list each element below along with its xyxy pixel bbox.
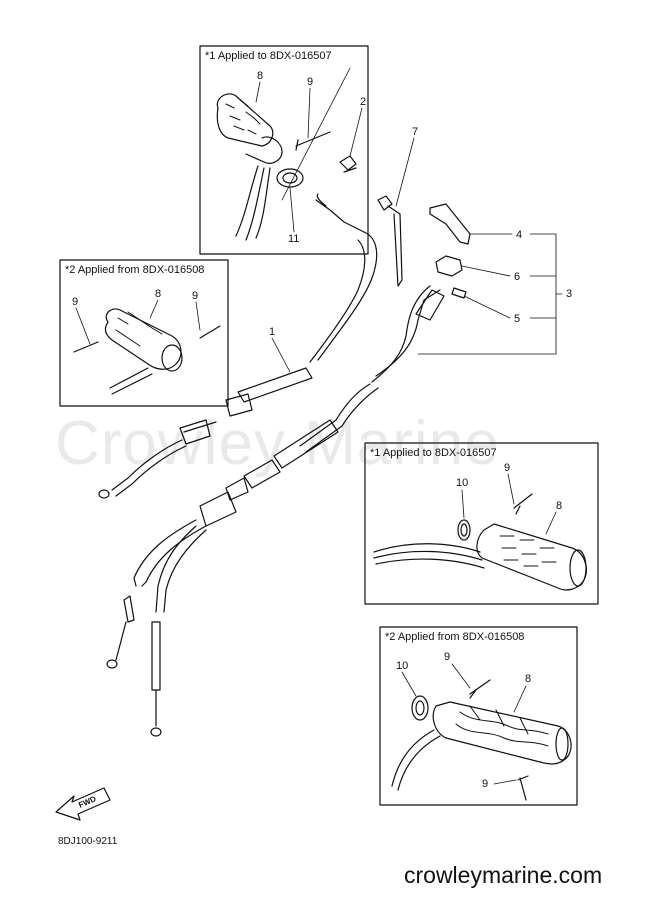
leader-7: [395, 137, 415, 207]
callout-ml-9a: 9: [72, 296, 79, 308]
callout-br-9b: 9: [482, 778, 489, 790]
leader-br-10: [401, 671, 417, 697]
leader-1: [271, 337, 291, 373]
inset-title-mid-right: *1 Applied to 8DX-016507: [370, 447, 497, 459]
leader-br-9a: [451, 663, 471, 689]
inset-box-top-left: [199, 45, 369, 255]
callout-tl-9: 9: [307, 76, 314, 88]
clip-part-2: [339, 155, 357, 173]
leader-mr-8: [545, 511, 557, 535]
inset-box-bottom-right: [379, 626, 578, 806]
callout-7: 7: [412, 126, 419, 138]
leader-tl-11: [289, 187, 295, 233]
leader-mr-10: [461, 489, 465, 519]
leader-6: [461, 265, 511, 277]
leader-ml-8: [149, 299, 159, 319]
leader-mr-9: [507, 473, 515, 505]
callout-6: 6: [514, 271, 521, 283]
inset-title-bottom-right: *2 Applied from 8DX-016508: [385, 631, 525, 643]
callout-mr-8: 8: [556, 500, 563, 512]
leader-ml-9b: [195, 301, 201, 331]
callout-br-10: 10: [396, 660, 409, 672]
callout-3: 3: [566, 288, 573, 300]
leader-2: [349, 107, 363, 157]
inset-title-top-left: *1 Applied to 8DX-016507: [205, 50, 332, 62]
grip-drawing-mid-right: [373, 493, 587, 591]
grip-drawing-top-left: [216, 93, 331, 241]
callout-mr-10: 10: [456, 477, 469, 489]
callout-mr-9: 9: [504, 462, 511, 474]
callout-5: 5: [514, 313, 521, 325]
inset-box-mid-right: [364, 442, 599, 605]
leader-br-8: [513, 685, 527, 713]
callout-4: 4: [516, 229, 523, 241]
inset-box-mid-left: [59, 259, 229, 407]
callout-tl-11: 11: [288, 233, 300, 245]
callout-ml-9b: 9: [192, 290, 199, 302]
footer-url: crowleymarine.com: [404, 862, 603, 888]
bracket-group-3: [417, 233, 563, 355]
callout-br-8: 8: [525, 673, 532, 685]
inset-title-mid-left: *2 Applied from 8DX-016508: [65, 264, 205, 276]
callout-ml-8: 8: [155, 288, 162, 300]
fwd-arrow-icon: FWD: [55, 787, 111, 821]
callout-br-9a: 9: [444, 651, 451, 663]
grip-drawing-bottom-right: [391, 679, 572, 801]
throttle-cable-part-1: [98, 193, 445, 737]
callout-2: 2: [360, 96, 367, 108]
leader-br-9b: [493, 779, 517, 785]
diagram-code: 8DJ100-9211: [58, 836, 118, 847]
leader-ml-9a: [75, 307, 91, 345]
grip-drawing-mid-left: [73, 308, 221, 395]
leader-tl-9: [307, 87, 311, 139]
nut-part-6: [435, 255, 463, 277]
fitting-part-5: [451, 287, 467, 299]
leader-5: [463, 295, 511, 319]
callout-1: 1: [269, 326, 276, 338]
leader-box-to-cable: [281, 67, 351, 201]
callout-tl-8: 8: [257, 70, 264, 82]
bracket-part-4: [429, 203, 471, 245]
tie-strap-part-7: [377, 195, 403, 287]
leader-tl-8: [255, 81, 261, 103]
